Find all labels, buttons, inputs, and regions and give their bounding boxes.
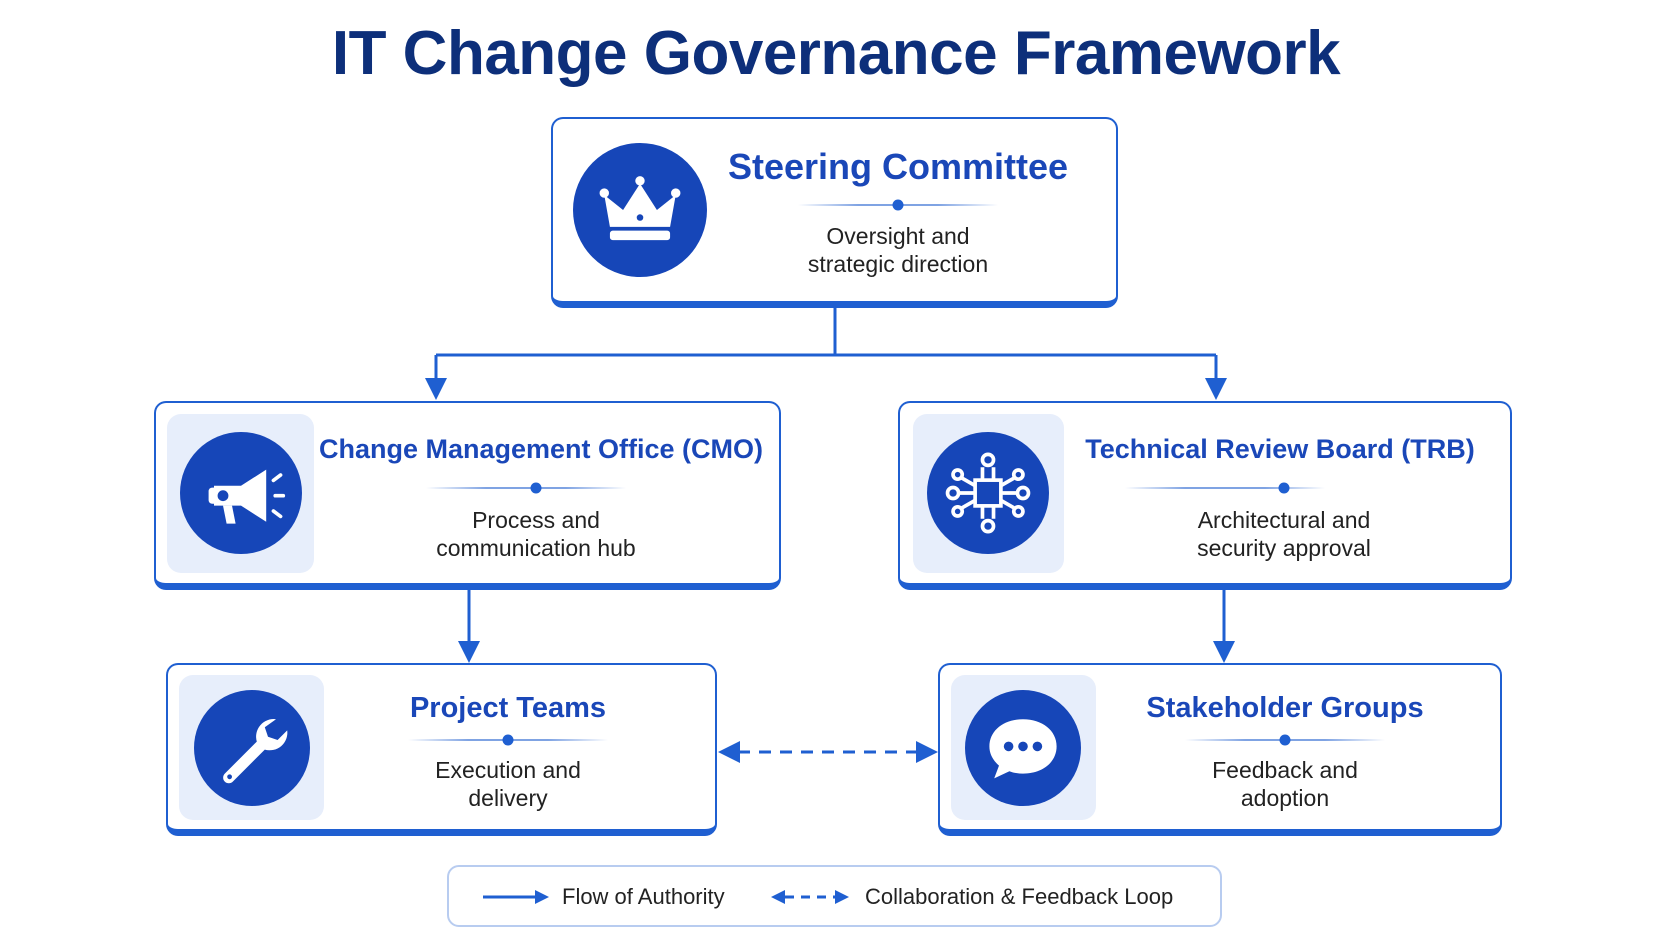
arrowhead-cmo	[425, 378, 447, 400]
trb-divider-dot	[1278, 482, 1290, 494]
arrowhead-project-teams	[458, 641, 480, 663]
legend-authority-label: Flow of Authority	[562, 884, 725, 909]
legend-collaboration-arrow	[771, 890, 849, 904]
wrench-icon	[194, 690, 310, 806]
cmo-description: Process and communication hub	[436, 507, 636, 561]
chat-bubble-icon	[965, 690, 1081, 806]
trb-title: Technical Review Board (TRB)	[1085, 434, 1475, 464]
megaphone-icon	[180, 432, 302, 554]
steering-committee-description: Oversight and strategic direction	[807, 223, 989, 277]
crown-icon	[573, 143, 707, 277]
legend: Flow of Authority Collaboration & Feedba…	[447, 865, 1222, 927]
arrowhead-stakeholders	[1213, 641, 1235, 663]
cmo-title: Change Management Office (CMO)	[318, 434, 764, 464]
steering-divider-dot	[892, 199, 904, 211]
node-steering-committee: Steering Committee Oversight and strateg…	[551, 117, 1118, 308]
node-change-management-office: Change Management Office (CMO) Process a…	[154, 401, 781, 590]
node-project-teams: Project Teams Execution and delivery	[166, 663, 717, 836]
circuit-icon	[927, 432, 1049, 554]
stakeholder-divider-dot	[1279, 734, 1291, 746]
legend-authority-arrow	[483, 890, 549, 904]
diagram-title: IT Change Governance Framework	[331, 19, 1341, 88]
trb-description: Architectural and security approval	[1197, 507, 1371, 561]
arrowhead-collab-left	[718, 741, 740, 763]
stakeholder-groups-title: Stakeholder Groups	[1146, 692, 1424, 724]
node-stakeholder-groups: Stakeholder Groups Feedback and adoption	[938, 663, 1502, 836]
legend-collaboration-label: Collaboration & Feedback Loop	[865, 884, 1174, 909]
stakeholder-groups-description: Feedback and adoption	[1212, 757, 1358, 811]
node-technical-review-board: Technical Review Board (TRB) Architectur…	[898, 401, 1512, 590]
arrowhead-trb	[1205, 378, 1227, 400]
project-teams-divider-dot	[502, 734, 514, 746]
project-teams-description: Execution and delivery	[435, 757, 581, 811]
trb-divider	[1125, 487, 1325, 489]
project-teams-title: Project Teams	[409, 692, 607, 724]
steering-committee-title: Steering Committee	[727, 146, 1069, 187]
arrowhead-collab-right	[916, 741, 938, 763]
cmo-divider-dot	[530, 482, 542, 494]
cmo-divider	[426, 487, 626, 489]
